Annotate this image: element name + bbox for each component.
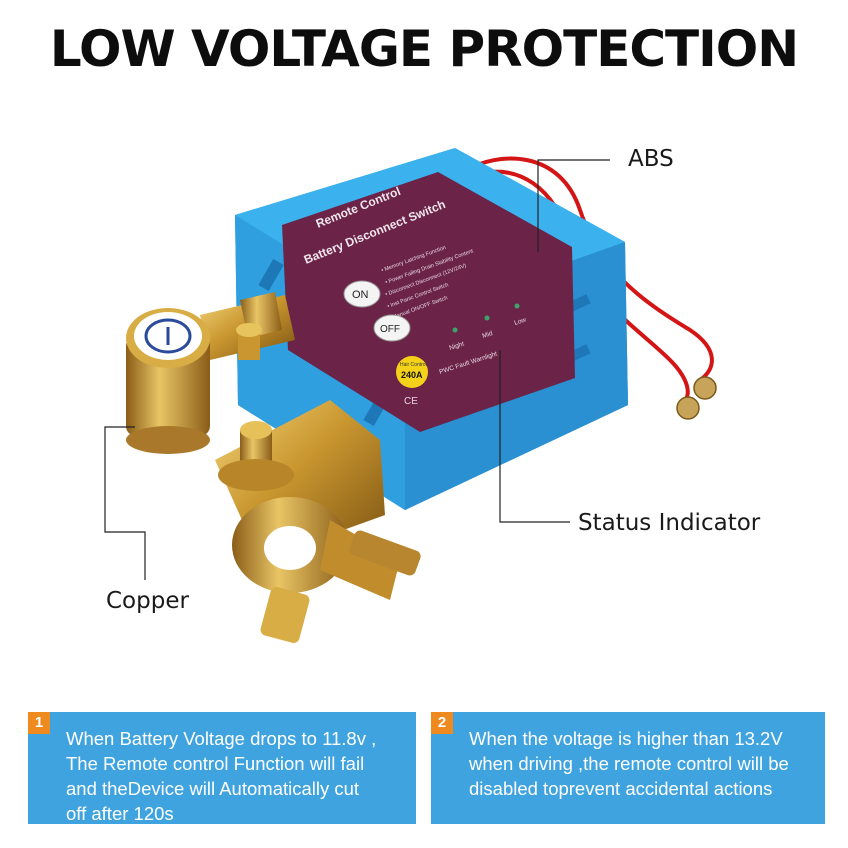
screw-top bbox=[236, 323, 262, 360]
off-button[interactable]: OFF bbox=[373, 314, 411, 342]
led-night bbox=[452, 327, 458, 333]
info-line: when driving ,the remote control will be bbox=[469, 753, 789, 774]
ce-mark: CE bbox=[404, 396, 418, 407]
product-illustration: Remote Control Battery Disconnect Switch… bbox=[104, 148, 717, 643]
badge-value: 240A bbox=[401, 370, 423, 380]
callout-abs: ABS bbox=[628, 146, 674, 172]
info-line: When Battery Voltage drops to 11.8v , bbox=[66, 728, 377, 749]
power-button-icon[interactable] bbox=[144, 318, 192, 354]
on-button[interactable]: ON bbox=[343, 280, 381, 308]
info-number-badge: 1 bbox=[28, 712, 50, 734]
leader-copper bbox=[104, 426, 146, 580]
info-box-1: 1 When Battery Voltage drops to 11.8v , … bbox=[28, 712, 416, 824]
brass-terminal-top bbox=[126, 292, 295, 454]
indicator-night: Night bbox=[448, 340, 465, 351]
led-mid bbox=[484, 315, 490, 321]
info-line: disabled toprevent accidental actions bbox=[469, 778, 773, 799]
info-line: and theDevice will Automatically cut bbox=[66, 778, 360, 799]
info-line: When the voltage is higher than 13.2V bbox=[469, 728, 783, 749]
callout-status-indicator: Status Indicator bbox=[578, 510, 761, 536]
info-number-badge: 2 bbox=[431, 712, 453, 734]
page-title: LOW VOLTAGE PROTECTION bbox=[49, 20, 799, 78]
leader-status bbox=[499, 350, 570, 523]
callout-copper: Copper bbox=[106, 588, 189, 614]
ring-terminals bbox=[676, 376, 717, 420]
leader-abs bbox=[537, 159, 610, 252]
brass-clamp bbox=[215, 400, 421, 643]
badge-top: Hair Control bbox=[400, 362, 427, 368]
indicator-low: Low bbox=[513, 316, 527, 326]
info-box-2: 2 When the voltage is higher than 13.2V … bbox=[431, 712, 825, 824]
indicator-mid: Mid bbox=[481, 330, 493, 340]
callout-lines bbox=[104, 159, 610, 580]
off-label: OFF bbox=[380, 324, 400, 335]
led-low bbox=[514, 303, 520, 309]
status-leds bbox=[452, 303, 520, 333]
current-badge: Hair Control 240A bbox=[396, 356, 428, 388]
info-line: The Remote control Function will fail bbox=[66, 753, 365, 774]
on-label: ON bbox=[352, 289, 369, 301]
info-line: off after 120s bbox=[66, 803, 174, 824]
